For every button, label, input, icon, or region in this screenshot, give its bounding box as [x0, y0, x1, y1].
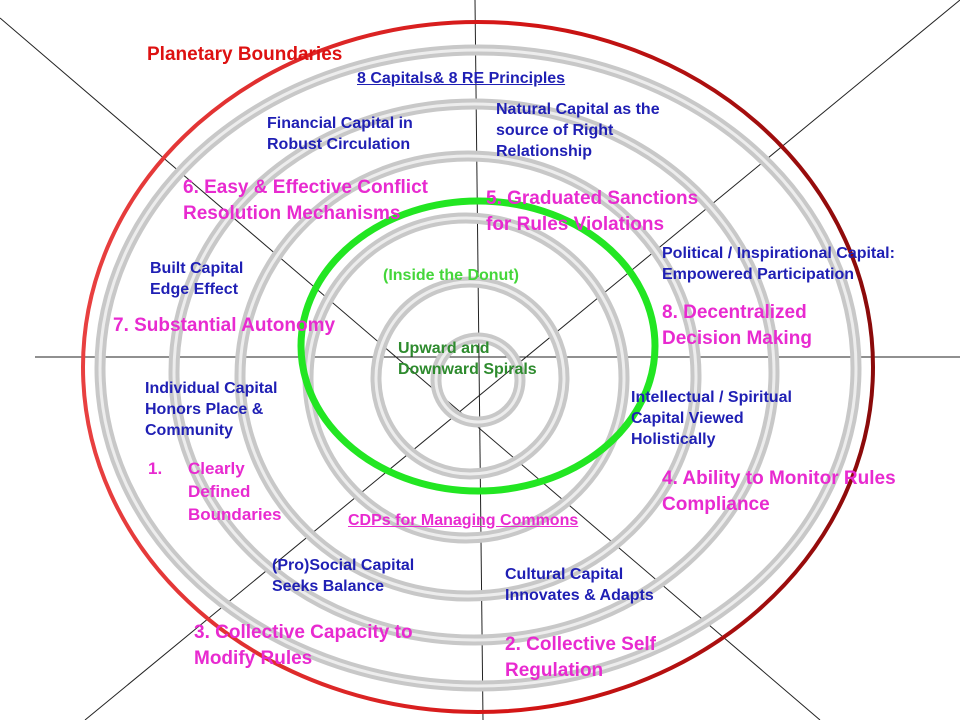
planetary-boundaries-title: Planetary Boundaries [147, 44, 343, 65]
donut-ring [297, 197, 659, 495]
cultural-capital-label: Cultural Capital Innovates & Adapts [505, 566, 654, 604]
principle-3-label: 3. Collective Capacity to Modify Rules [194, 622, 413, 669]
principle-4-label: 4. Ability to Monitor Rules Compliance [662, 468, 896, 515]
financial-capital-label: Financial Capital in Robust Circulation [267, 115, 413, 153]
principle-1-text: Clearly Defined Boundaries [188, 459, 282, 524]
social-capital-label: (Pro)Social Capital Seeks Balance [272, 557, 415, 595]
cdps-commons-heading: CDPs for Managing Commons [348, 512, 579, 529]
individual-capital-label: Individual Capital Honors Place & Commun… [145, 380, 278, 439]
principle-8-label: 8. Decentralized Decision Making [662, 302, 812, 349]
built-capital-label: Built Capital Edge Effect [150, 260, 244, 298]
divider-line-diagonal-nw-se [0, 17, 821, 720]
capitals-principles-subtitle: 8 Capitals& 8 RE Principles [357, 70, 566, 87]
inside-donut-label: (Inside the Donut) [383, 267, 519, 284]
principle-5-label: 5. Graduated Sanctions for Rules Violati… [486, 188, 699, 235]
political-capital-label: Political / Inspirational Capital: Empow… [662, 245, 895, 283]
principle-6-label: 6. Easy & Effective Conflict Resolution … [183, 177, 428, 224]
natural-capital-label: Natural Capital as the source of Right R… [496, 101, 660, 160]
planetary-boundary-ring [81, 20, 875, 714]
principle-7-label: 7. Substantial Autonomy [113, 315, 336, 336]
spirals-center-label: Upward and Downward Spirals [398, 340, 537, 378]
intellectual-capital-label: Intellectual / Spiritual Capital Viewed … [631, 389, 792, 448]
divider-line-diagonal-ne-sw [84, 0, 960, 720]
principle-2-label: 2. Collective Self Regulation [505, 634, 657, 681]
principle-1-number: 1. [148, 459, 163, 478]
principle-1-label: 1. Clearly Defined Boundaries [148, 458, 282, 527]
